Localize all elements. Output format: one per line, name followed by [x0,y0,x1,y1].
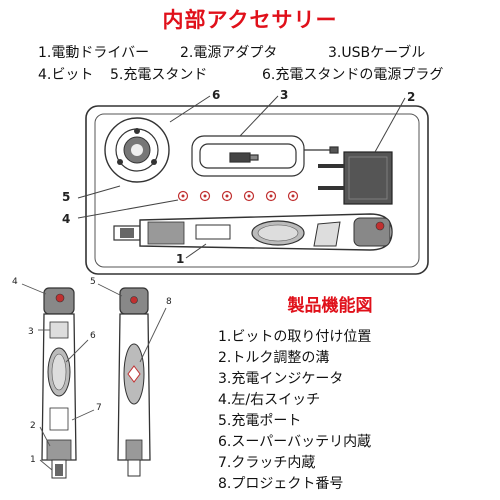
feature-item-7: 7.クラッチ内蔵 [218,455,316,471]
screwdriver-front-view [41,287,77,479]
screwdriver-horizontal [113,213,393,251]
side-callout-5: 5 [90,277,96,287]
feature-item-1: 1.ビットの取り付け位置 [218,329,372,345]
charging-stand [104,117,170,183]
case-leaders [77,95,406,259]
feature-title: 製品機能図 [287,296,373,316]
case-callout-6: 6 [212,88,220,102]
case-callout-3: 3 [280,88,288,102]
page-title: 内部アクセサリー [162,8,338,32]
accessory-item-3: 3.USBケーブル [328,45,426,61]
side-callout-6: 6 [90,331,96,341]
accessory-item-1: 1.電動ドライバー [38,45,150,61]
case-callout-2: 2 [407,90,415,104]
feature-item-2: 2.トルク調整の溝 [218,350,330,366]
bit-row [177,190,299,202]
case-callout-4: 4 [62,212,70,226]
feature-item-6: 6.スーパーバッテリ内蔵 [218,434,372,450]
case-callout-1: 1 [176,252,184,266]
usb-cable [191,135,339,177]
accessory-item-6: 6.充電スタンドの電源プラグ [262,67,444,83]
side-callout-2: 2 [30,421,36,431]
side-callout-7: 7 [96,403,102,413]
accessory-item-4: 4.ビット [38,67,94,83]
power-adapter [318,151,393,205]
side-leaders [21,283,167,471]
side-callout-8: 8 [166,297,172,307]
feature-item-8: 8.プロジェクト番号 [218,476,344,492]
accessory-item-5: 5.充電スタンド [110,67,208,83]
side-callout-1: 1 [30,455,36,465]
case-inner [94,113,420,268]
case-callout-5: 5 [62,190,70,204]
feature-item-3: 3.充電インジケータ [218,371,344,387]
feature-item-5: 5.充電ポート [218,413,302,429]
side-views-diagram: 4 3 6 2 7 1 5 8 [12,277,172,479]
side-callout-4: 4 [12,277,18,287]
feature-item-4: 4.左/右スイッチ [218,392,321,408]
side-callout-3: 3 [28,327,34,337]
screwdriver-side-view [117,287,151,477]
accessory-item-2: 2.電源アダプタ [180,45,278,61]
